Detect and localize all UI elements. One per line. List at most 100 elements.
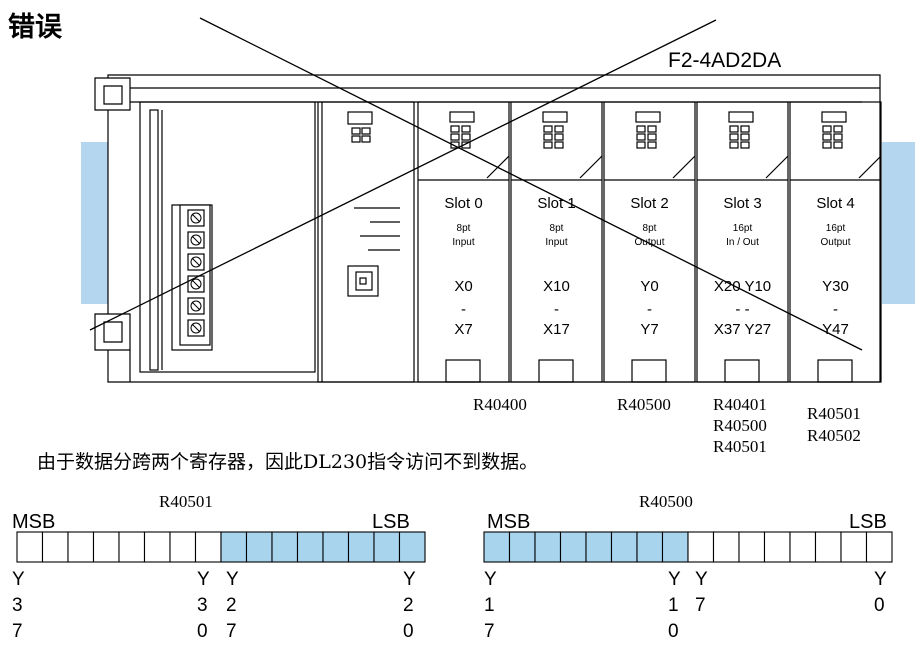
register-1-bit-0 [398,531,426,563]
slot-1-name: Slot 1 [537,195,576,212]
slot-2-end: Y7 [640,321,659,338]
register-2-bit-9 [636,531,664,563]
status-led [740,133,750,141]
reg1-digit-r1-c1: 3 [197,595,208,616]
status-led [822,141,832,149]
slot-2-start: Y0 [640,278,659,295]
reg1-digit-r1-c3: 2 [403,595,414,616]
status-led [450,133,460,141]
register-1-bit-9 [169,531,197,563]
register-1-bit-8 [194,531,222,563]
slot-4-kind: Output [820,237,851,248]
register-2-bit-14 [508,531,536,563]
status-led [554,141,564,149]
status-led [729,141,739,149]
error-cross-lines [89,17,863,351]
register-2-bit-5 [738,531,766,563]
io-connector [724,359,760,383]
register-1-bit-1 [373,531,401,563]
slot-3-start: X20 Y10 [713,278,772,295]
slot-3-dash: - - [735,301,750,318]
reg2-digit-r2-c0: 7 [484,621,495,642]
reg1-digit-r0-c3: Y [403,569,416,590]
slot-1-points: 8pt [549,223,564,234]
status-led [647,125,657,133]
slot-1-end: X17 [543,321,570,338]
slot-4-name: Slot 4 [816,195,855,212]
status-led [636,133,646,141]
slot-1-start: X10 [543,278,570,295]
io-module-slot-4 [789,101,882,383]
reg2-digit-r0-c2: Y [695,569,708,590]
status-led [833,133,843,141]
reg1-lsb-label: LSB [372,511,410,533]
slot-2-points: 8pt [642,223,657,234]
status-led [822,133,832,141]
page-title: 错误 [8,12,62,43]
reg2-digit-r0-c3: Y [874,569,887,590]
status-led [740,125,750,133]
cpu-status-leds [347,111,373,143]
status-led [461,125,471,133]
register-label-slot3-c: R40501 [713,437,767,456]
status-led [543,125,553,133]
slot-0-dash: - [461,301,466,318]
register-1-bit-6 [245,531,273,563]
io-module-slot-1 [510,101,603,383]
register-1-bit-13 [67,531,95,563]
slot-4-dash: - [833,301,838,318]
status-led [740,141,750,149]
register-2-bit-15 [483,531,511,563]
status-led [833,141,843,149]
reg2-name: R40500 [639,492,693,511]
status-led [833,125,843,133]
slot-2-kind: Output [634,237,665,248]
reg1-digit-r2-c1: 0 [197,621,208,642]
reg1-digit-r0-c1: Y [197,569,210,590]
reg1-digit-r0-c0: Y [12,569,25,590]
register-2-bit-1 [840,531,868,563]
register-1-bit-11 [118,531,146,563]
status-led [729,133,739,141]
reg1-digit-r0-c2: Y [226,569,239,590]
reg2-lsb-label: LSB [849,511,887,533]
register-2-bit-8 [661,531,689,563]
status-led [822,125,832,133]
module-label: F2-4AD2DA [668,49,782,72]
register-2-bit-0 [865,531,893,563]
power-supply [139,101,316,373]
slot-0-start: X0 [454,278,473,295]
io-connector [445,359,481,383]
slot-4-end: Y47 [822,321,849,338]
io-connector [538,359,574,383]
status-led [450,141,460,149]
register-1-bit-7 [220,531,248,563]
slot-3-end: X37 Y27 [713,321,772,338]
io-connector [631,359,667,383]
register-1-bit-15 [16,531,44,563]
register-2-bit-11 [585,531,613,563]
register-2-bit-2 [814,531,842,563]
slot-0-name: Slot 0 [444,195,483,212]
reg1-digit-r2-c3: 0 [403,621,414,642]
status-led [450,125,460,133]
din-rail-right [882,142,915,304]
register-1-bit-14 [41,531,69,563]
register-1-bit-12 [92,531,120,563]
register-1-bit-10 [143,531,171,563]
reg2-digit-r1-c1: 1 [668,595,679,616]
io-module-slot-3 [696,101,789,383]
register-2-bit-12 [559,531,587,563]
reg2-digit-r1-c0: 1 [484,595,495,616]
reg2-digit-r1-c2: 7 [695,595,706,616]
reg2-digit-r2-c1: 0 [668,621,679,642]
register-2-bit-13 [534,531,562,563]
register-label-slot4-b: R40502 [807,426,861,445]
register-bit-boxes [16,531,893,563]
status-led [554,133,564,141]
reg2-digit-r1-c3: 0 [874,595,885,616]
status-led [647,141,657,149]
slot-4-start: Y30 [822,278,849,295]
status-led [636,125,646,133]
